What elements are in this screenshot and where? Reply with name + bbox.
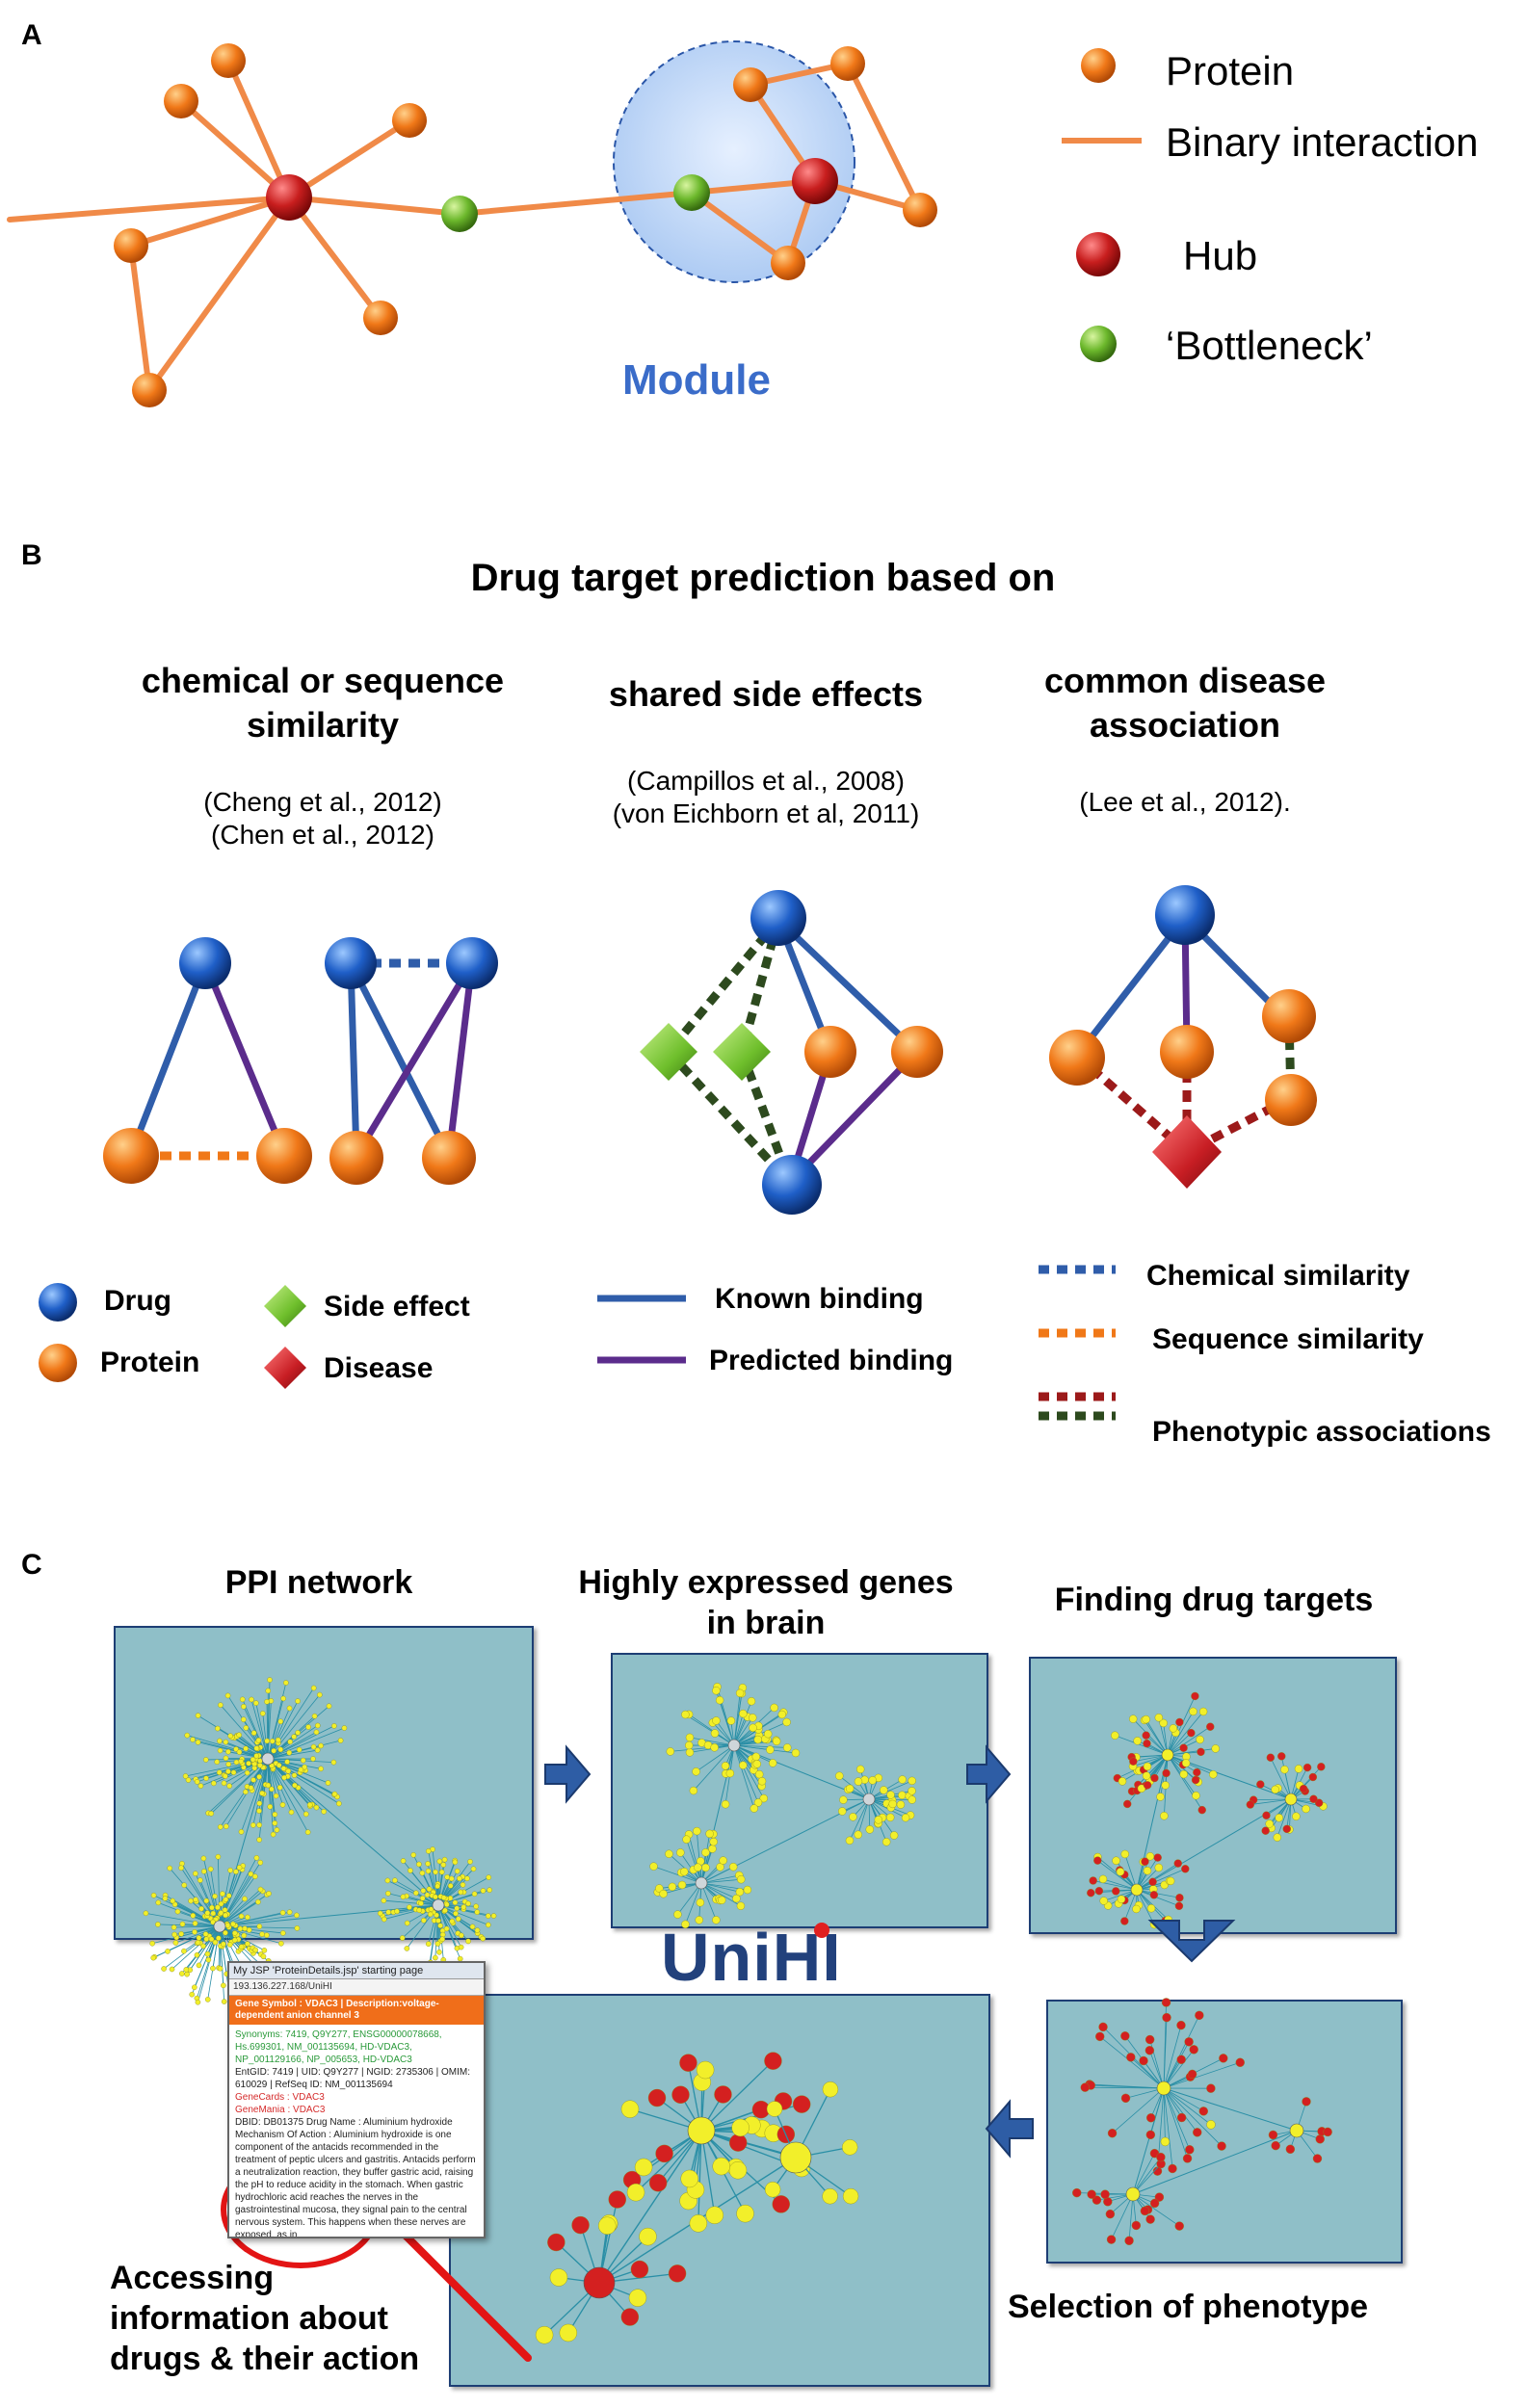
popup-header: Gene Symbol : VDAC3 | Description:voltag…: [229, 1996, 484, 2025]
targets-network-graph: [1087, 1691, 1328, 1929]
panel-b-legend-extra: [1039, 1411, 1116, 1421]
popup-synonyms: Synonyms: 7419, Q9Y277, ENSG00000078668,…: [235, 2029, 442, 2065]
popup-title-bar: My JSP 'ProteinDetails.jsp' starting pag…: [229, 1963, 484, 1979]
legend-protein-b-icon: [39, 1344, 77, 1382]
arrow-down: [1147, 1920, 1236, 1963]
diagram-2: [640, 890, 943, 1215]
protein-nodes: [114, 43, 937, 407]
panel-c-networks: [143, 1677, 1332, 2362]
module-label: Module: [622, 356, 771, 404]
legend-sequence-similarity-label: Sequence similarity: [1152, 1323, 1424, 1355]
panel-c-letter: C: [21, 1549, 42, 1581]
phenotype-screen: [1046, 2000, 1403, 2264]
legend-protein-label: Protein: [1166, 48, 1295, 93]
col2-heading: shared side effects: [608, 674, 924, 714]
hub-node: [792, 158, 838, 204]
access-caption: Accessing information about drugs & thei…: [110, 2260, 420, 2377]
popup-genemania[interactable]: GeneMania : VDAC3: [235, 2105, 326, 2115]
legend-predicted-binding-label: Predicted binding: [709, 1345, 954, 1376]
legend-interaction-label: Binary interaction: [1166, 119, 1479, 165]
panel-a-network: [7, 40, 1142, 407]
col2-references: (Campillos et al., 2008) (von Eichborn e…: [612, 766, 920, 828]
legend-phenotypic-label: Phenotypic associations: [1152, 1416, 1491, 1448]
popup-drug: DBID: DB01375 Drug Name : Aluminium hydr…: [235, 2117, 453, 2128]
legend-disease-label: Disease: [324, 1352, 434, 1384]
bottleneck-node: [441, 196, 478, 232]
col1-heading: chemical or sequence similarity: [141, 661, 505, 745]
module-circle: [613, 40, 855, 283]
panel-a-letter: A: [21, 19, 42, 51]
legend-bottleneck-label: ‘Bottleneck’: [1166, 323, 1373, 368]
legend-bottleneck-icon: [1080, 326, 1117, 362]
protein-details-popup: My JSP 'ProteinDetails.jsp' starting pag…: [227, 1961, 486, 2238]
diagram-1a: [103, 937, 312, 1184]
brain-genes-screen: [611, 1653, 988, 1928]
bottleneck-node: [673, 174, 710, 211]
legend-protein-b-label: Protein: [100, 1347, 200, 1378]
popup-ids: EntGID: 7419 | UID: Q9Y277 | NGID: 27353…: [235, 2067, 471, 2090]
panel-b-diagrams: [39, 885, 1317, 1401]
legend-drug-icon: [39, 1283, 77, 1322]
unihi-network-graph: [535, 2052, 859, 2344]
arrow-left: [985, 2099, 1034, 2159]
legend-hub-label: Hub: [1183, 233, 1258, 278]
step4-label: Selection of phenotype: [1008, 2289, 1369, 2325]
step2-label: Highly expressed genes in brain: [578, 1564, 954, 1641]
unihi-logo-dot: [814, 1923, 829, 1938]
legend-hub-icon: [1076, 232, 1120, 276]
phenotype-network-graph: [1072, 1998, 1332, 2245]
popup-genecards[interactable]: GeneCards : VDAC3: [235, 2092, 325, 2103]
arrow-right-2: [966, 1744, 1012, 1804]
legend-side-effect-icon: [264, 1285, 306, 1327]
legend-chemical-similarity-label: Chemical similarity: [1146, 1260, 1410, 1292]
popup-mechanism: Mechanism Of Action : Aluminium hydroxid…: [235, 2130, 476, 2238]
brain-network-graph: [649, 1683, 916, 1929]
hub-node: [266, 174, 312, 221]
unihi-logo: UniHI: [661, 1920, 842, 1995]
unihi-network-screen: [449, 1994, 990, 2387]
step3-label: Finding drug targets: [1054, 1582, 1374, 1618]
col3-heading: common disease association: [1043, 661, 1327, 745]
popup-address-bar[interactable]: 193.136.227.168/UniHI: [229, 1979, 484, 1996]
legend-side-effect-label: Side effect: [324, 1291, 470, 1322]
drug-targets-screen: [1029, 1657, 1397, 1934]
col3-references: (Lee et al., 2012).: [1079, 787, 1291, 817]
arrow-right-1: [544, 1744, 592, 1804]
legend-drug-label: Drug: [104, 1285, 171, 1317]
popup-body: Synonyms: 7419, Q9Y277, ENSG00000078668,…: [229, 2025, 484, 2238]
panel-b-letter: B: [21, 539, 42, 571]
legend-protein-icon: [1081, 48, 1116, 83]
diagram-1b: [325, 937, 498, 1185]
col1-references: (Cheng et al., 2012) (Chen et al., 2012): [203, 787, 442, 850]
ppi-network-graph: [143, 1677, 497, 2005]
legend-disease-icon: [264, 1347, 306, 1389]
panel-b-title: Drug target prediction based on: [470, 557, 1056, 599]
legend-known-binding-label: Known binding: [715, 1283, 924, 1315]
diagram-3: [1049, 885, 1317, 1189]
step1-label: PPI network: [224, 1564, 413, 1601]
